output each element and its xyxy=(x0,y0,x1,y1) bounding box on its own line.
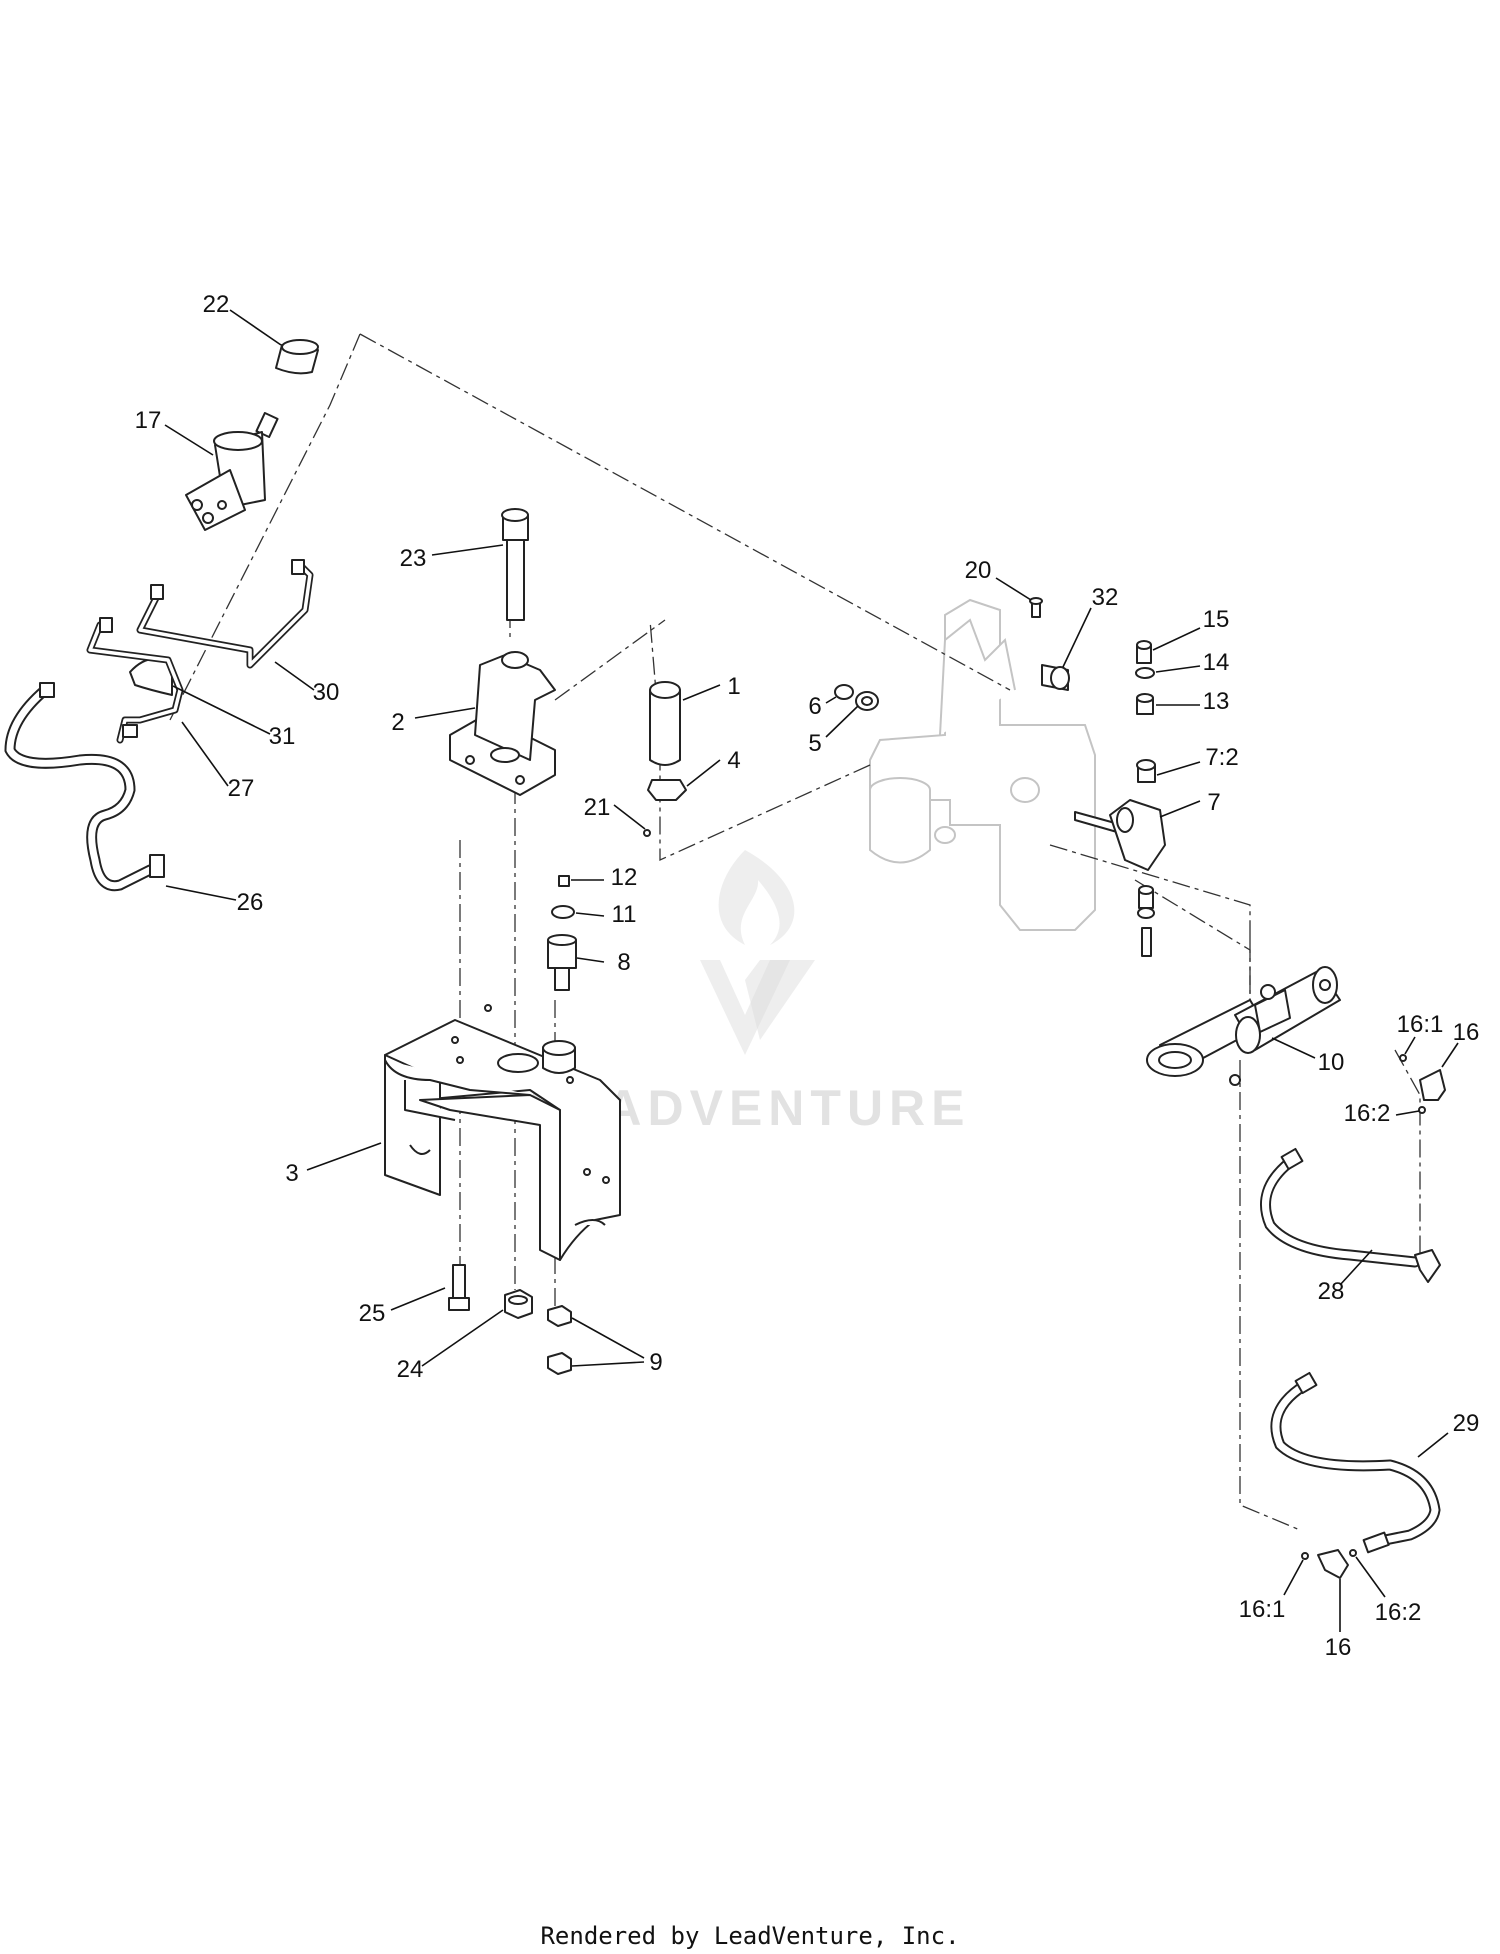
callout-4: 4 xyxy=(727,747,740,774)
callout-8: 8 xyxy=(617,949,630,976)
callouts: 22 17 23 2 1 4 21 6 5 20 32 15 14 13 7:2… xyxy=(135,291,1480,1661)
part-3-frame xyxy=(384,1004,621,1261)
part-5-washer xyxy=(855,691,879,711)
part-29-hose xyxy=(1270,1371,1441,1554)
callout-16-lower: 16 xyxy=(1325,1634,1352,1661)
part-9-nut-upper xyxy=(547,1305,572,1327)
callout-27: 27 xyxy=(228,775,255,802)
alignment-lines xyxy=(169,333,1421,1531)
callout-6: 6 xyxy=(808,693,821,720)
callout-28: 28 xyxy=(1318,1278,1345,1305)
callout-11: 11 xyxy=(612,901,637,928)
callout-14: 14 xyxy=(1203,649,1230,676)
part-22-cap xyxy=(275,339,319,375)
callout-22: 22 xyxy=(203,291,230,318)
part-4-collar xyxy=(647,779,687,801)
part-16-2-oring-lower xyxy=(1349,1549,1357,1557)
part-7-2-bushing xyxy=(1136,759,1156,783)
part-32-spacer xyxy=(1041,664,1070,691)
leader-lines xyxy=(164,309,1459,1632)
part-17-solenoid xyxy=(185,411,279,531)
callout-10: 10 xyxy=(1318,1049,1345,1076)
part-31-clamp xyxy=(129,657,173,696)
callout-24: 24 xyxy=(397,1356,424,1383)
callout-26: 26 xyxy=(237,889,264,916)
frame-arm xyxy=(869,598,1096,931)
callout-1: 1 xyxy=(727,673,740,700)
callout-29: 29 xyxy=(1453,1410,1480,1437)
callout-2: 2 xyxy=(391,709,404,736)
callout-12: 12 xyxy=(611,864,638,891)
part-23-bolt xyxy=(501,508,529,621)
part-16-1-oring-lower xyxy=(1301,1552,1309,1560)
part-24-nut xyxy=(504,1289,533,1319)
part-12-cap xyxy=(558,875,570,887)
callout-32: 32 xyxy=(1092,584,1119,611)
callout-3: 3 xyxy=(285,1160,298,1187)
callout-7: 7 xyxy=(1207,789,1220,816)
part-11-ring xyxy=(551,905,575,919)
part-1-bushing xyxy=(649,681,681,766)
part-16-elbow-upper xyxy=(1419,1069,1446,1101)
callout-17: 17 xyxy=(135,407,162,434)
part-6-ring xyxy=(834,684,854,700)
footer-credit: Rendered by LeadVenture, Inc. xyxy=(540,1922,960,1950)
callout-16-1-lower: 16:1 xyxy=(1239,1596,1286,1623)
part-16-elbow-lower xyxy=(1317,1549,1349,1579)
part-14-washer xyxy=(1135,667,1155,679)
part-16-1-oring-upper xyxy=(1399,1054,1407,1062)
part-27-tube xyxy=(86,617,184,744)
callout-13: 13 xyxy=(1203,688,1230,715)
part-16-2-oring-upper xyxy=(1418,1106,1426,1114)
callout-15: 15 xyxy=(1203,606,1230,633)
callout-7-2: 7:2 xyxy=(1205,744,1238,771)
callout-31: 31 xyxy=(269,723,296,750)
callout-5: 5 xyxy=(808,730,821,757)
part-30-tube xyxy=(136,559,314,669)
callout-25: 25 xyxy=(359,1300,386,1327)
callout-16-2-lower: 16:2 xyxy=(1375,1599,1422,1626)
part-13-bushing xyxy=(1136,693,1154,715)
part-10-cylinder xyxy=(1146,966,1341,1086)
callout-23: 23 xyxy=(400,545,427,572)
part-20-screw xyxy=(1029,597,1043,618)
callout-16-1-upper: 16:1 xyxy=(1397,1011,1444,1038)
callout-16-upper: 16 xyxy=(1453,1019,1480,1046)
part-7-clevis xyxy=(1074,799,1166,957)
part-21-pin xyxy=(643,829,651,837)
part-25-bolt xyxy=(448,1264,470,1311)
callout-21: 21 xyxy=(584,794,611,821)
callout-30: 30 xyxy=(313,679,340,706)
callout-16-2-upper: 16:2 xyxy=(1344,1100,1391,1127)
part-8-fitting xyxy=(547,934,577,991)
watermark-logo xyxy=(700,850,815,1055)
part-15-bolt xyxy=(1136,640,1152,664)
part-2-bracket xyxy=(449,651,556,796)
part-9-nut-lower xyxy=(547,1352,572,1375)
callout-9: 9 xyxy=(649,1349,662,1376)
part-28-hose xyxy=(1260,1147,1441,1283)
callout-20: 20 xyxy=(965,557,992,584)
part-26-hose xyxy=(4,682,165,892)
